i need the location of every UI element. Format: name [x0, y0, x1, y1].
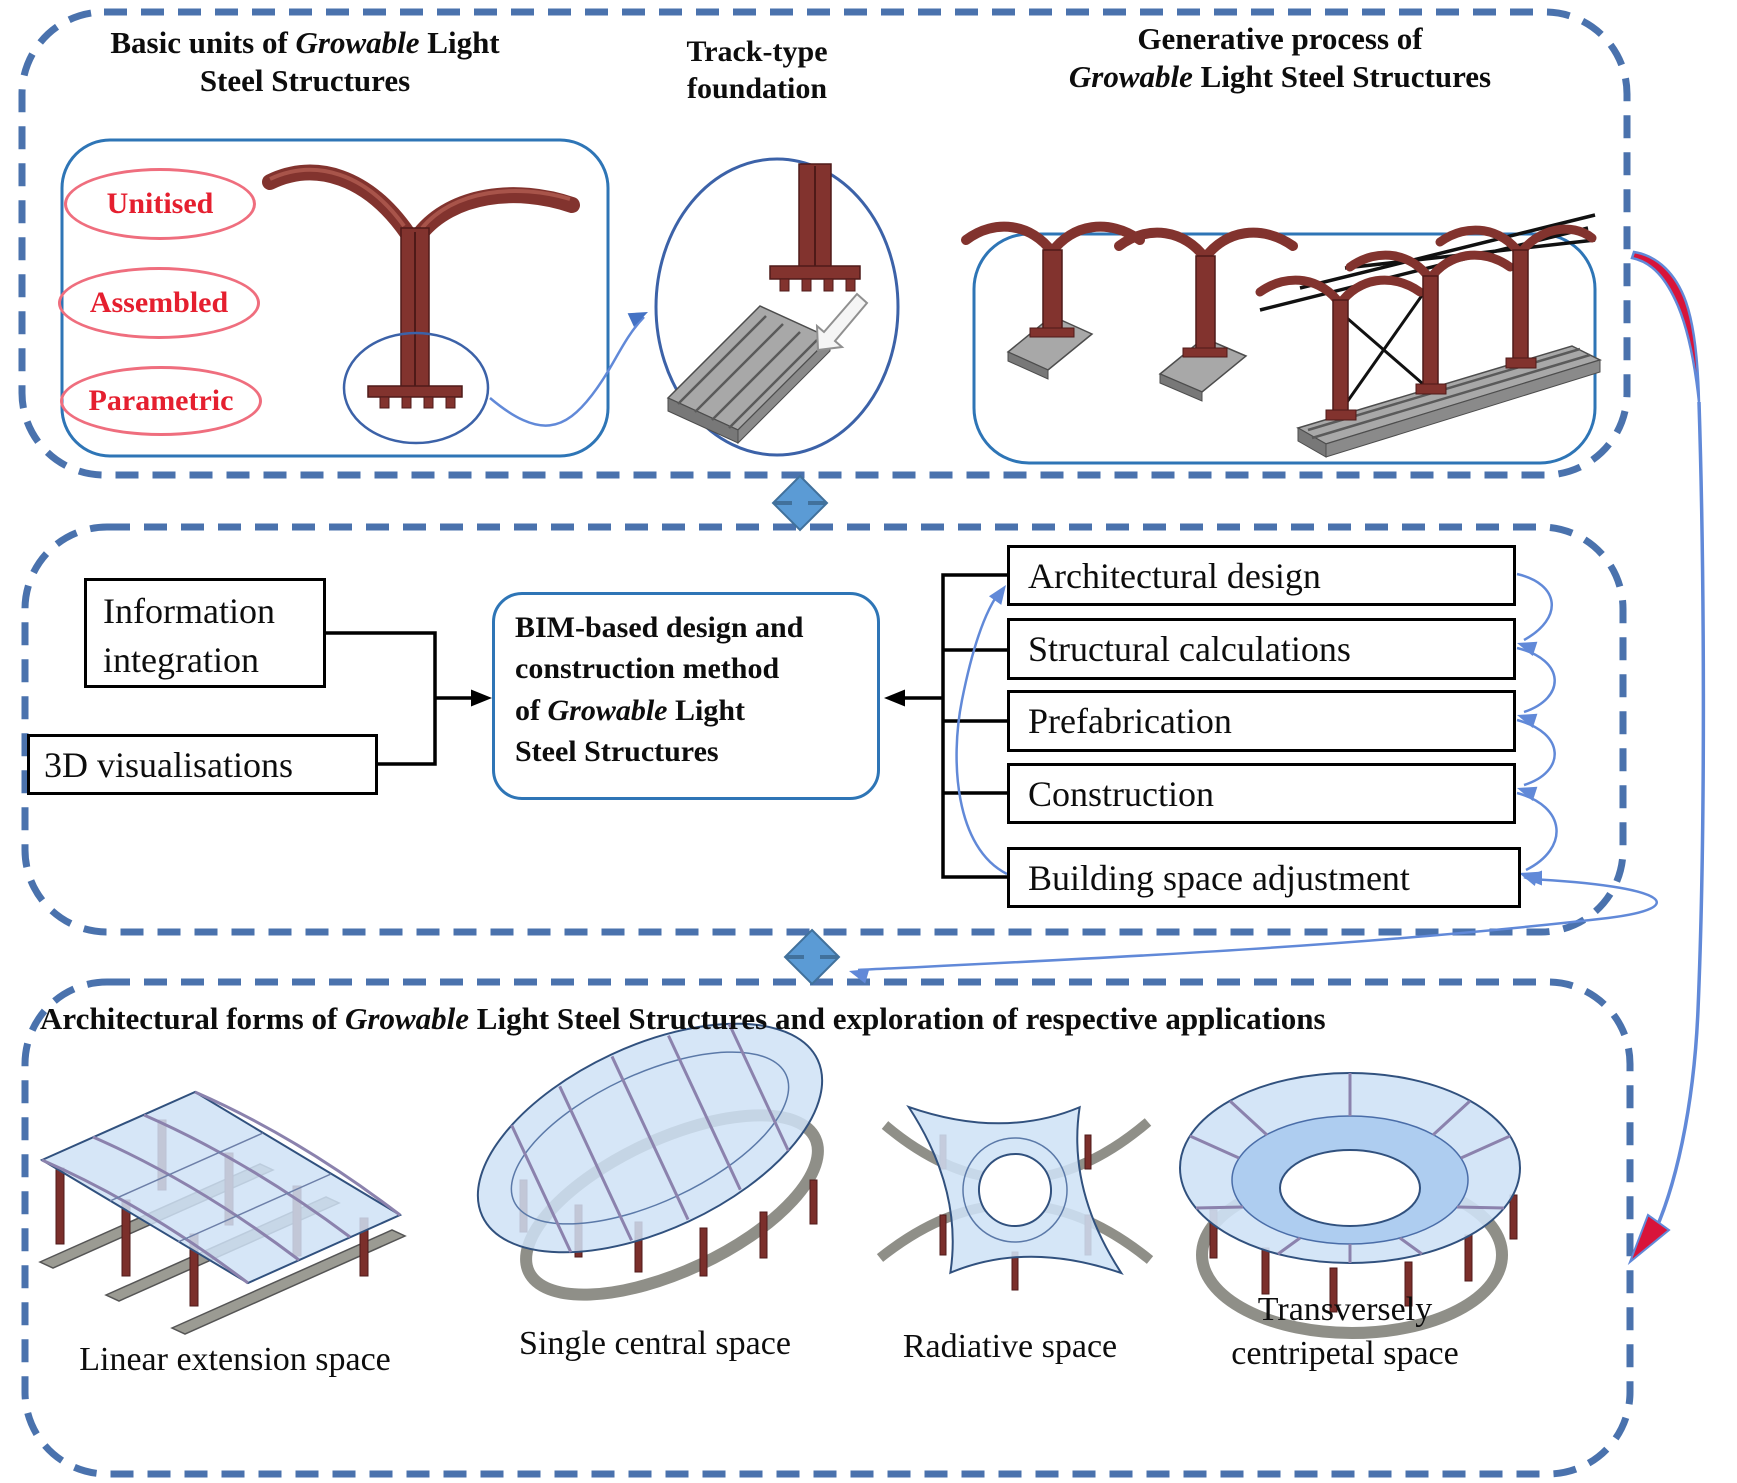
basic-units-title: Basic units of Growable Light Steel Stru…: [110, 25, 500, 98]
single-central-render: [476, 1022, 824, 1301]
bidirectional-arrow-icon-bottom: [783, 928, 841, 986]
step-construction: Construction: [1007, 763, 1516, 824]
radiative-render: [876, 1104, 1154, 1291]
forms-title: Architectural forms of Growable Light St…: [40, 1001, 1326, 1036]
tag-unitised-label: Unitised: [106, 187, 214, 220]
generative-frame-render: [1255, 213, 1603, 458]
step-label: Architectural design: [1028, 555, 1321, 596]
generative-title: Generative process of Growable Light Ste…: [1068, 21, 1492, 94]
label-single-central-space: Single central space: [519, 1325, 791, 1362]
tag-parametric-label: Parametric: [88, 384, 234, 417]
section-basic-units-border: [18, 8, 1631, 479]
tag-parametric: Parametric: [60, 366, 262, 436]
tag-unitised: Unitised: [64, 168, 256, 240]
step-label: Prefabrication: [1028, 701, 1232, 741]
detail-callout-arrow: [489, 312, 648, 427]
step-prefabrication: Prefabrication: [1007, 690, 1516, 752]
inputs-merge-connector: [326, 631, 478, 766]
linear-extension-render: [38, 1090, 407, 1335]
process-flow-arcs: [1516, 572, 1558, 872]
bidirectional-arrow-icon-top: [771, 474, 829, 532]
centripetal-render: [1179, 1072, 1521, 1339]
step-label: Building space adjustment: [1028, 857, 1410, 898]
bim-method-box: BIM-based design and construction method…: [492, 592, 880, 800]
flow-arrowhead-1: [1517, 641, 1538, 657]
tag-assembled: Assembled: [58, 267, 260, 339]
flow-arrowhead-3: [1517, 786, 1538, 802]
flow-arrowhead-2: [1517, 713, 1538, 729]
track-foundation-title: Track-type foundation: [686, 35, 828, 105]
base-detail-ellipse: [342, 331, 490, 445]
step-label: Construction: [1028, 773, 1214, 814]
3d-visualisations-box: 3D visualisations: [27, 734, 378, 795]
information-integration-box: Information integration: [84, 578, 326, 688]
3d-visualisations-label: 3D visualisations: [44, 744, 293, 785]
process-bracket: [898, 573, 1007, 879]
iteration-return-arrow: [955, 585, 1008, 876]
step-building-space-adjustment: Building space adjustment: [1007, 847, 1521, 908]
label-radiative-space: Radiative space: [902, 1328, 1118, 1365]
section-forms-border: [21, 978, 1634, 1478]
bim-input-arrow: [471, 689, 492, 707]
y-column-render: [262, 164, 580, 409]
step-label: Structural calculations: [1028, 629, 1351, 669]
generative-units-render: [961, 221, 1298, 402]
drop-in-arrow-icon: [815, 292, 869, 352]
step-structural-calculations: Structural calculations: [1007, 618, 1516, 680]
growth-cycle-arrow: [1627, 250, 1706, 1266]
label-linear-extension-space: Linear extension space: [79, 1341, 391, 1378]
step-architectural-design: Architectural design: [1007, 545, 1516, 606]
bim-process-arrow: [884, 689, 905, 707]
information-integration-label: Information integration: [103, 591, 275, 680]
label-transversely-centripetal-space: Transversely centripetal space: [1231, 1291, 1459, 1373]
tag-assembled-label: Assembled: [89, 286, 229, 319]
section-method-border: [21, 523, 1627, 936]
track-foundation-render: [666, 163, 869, 445]
adjustment-feedback-arrow: [849, 870, 1658, 984]
